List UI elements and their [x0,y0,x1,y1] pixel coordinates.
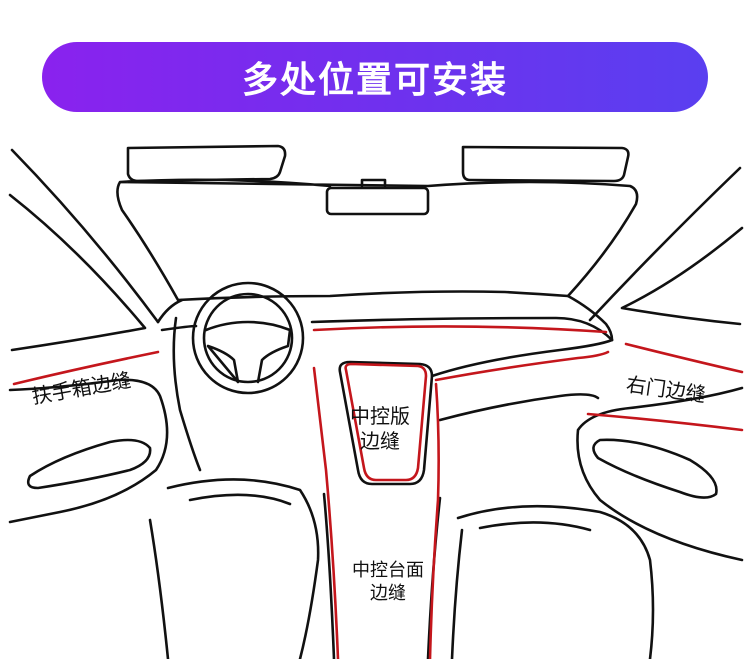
windshield [116,178,639,302]
right-door-handle [592,438,718,499]
label-center-panel-seam: 中控版 边缝 [350,404,410,454]
right-a-pillar [588,166,742,322]
center-stack [338,360,434,486]
left-door-panel [8,378,169,524]
right-sun-visor [461,145,630,183]
car-outline [8,144,744,659]
steering-wheel-spokes [204,320,292,384]
left-seat [148,478,320,659]
label-center-console-seam-line-1: 中控台面 [352,560,424,581]
label-center-panel-seam-line-2: 边缝 [360,429,400,453]
label-center-console-seam: 中控台面 边缝 [352,560,424,605]
left-a-pillar [10,148,160,324]
center-console-seam-line-left [312,366,340,659]
left-seat-inner [188,493,292,506]
right-side-window [620,226,744,326]
center-console-seam-line-right [428,350,610,659]
steering-wheel-inner [202,292,294,384]
left-sun-visor [126,144,287,183]
dashboard-seam-line [312,325,608,334]
left-side-window [8,193,147,352]
rearview-mirror-stem [360,178,387,188]
steering-column [172,316,202,472]
dashboard-top [156,294,614,342]
seam-highlights [12,325,744,659]
rearview-mirror [325,186,430,216]
right-door-seam-line-upper [624,342,744,374]
center-panel-seam-line [344,362,428,482]
right-seat [450,504,655,659]
label-center-panel-seam-line-1: 中控版 [350,404,410,428]
right-door-panel [576,386,744,562]
steering-wheel-outer [191,281,305,395]
title-banner: 多处位置可安装 [42,42,708,112]
right-door-seam-line-lower [586,412,744,432]
armrest-seam-line [12,350,160,386]
left-door-handle [26,438,152,490]
page-title: 多处位置可安装 [241,60,508,101]
passenger-dash [430,338,614,422]
right-seat-inner [478,521,592,532]
label-center-console-seam-line-2: 边缝 [370,582,406,604]
